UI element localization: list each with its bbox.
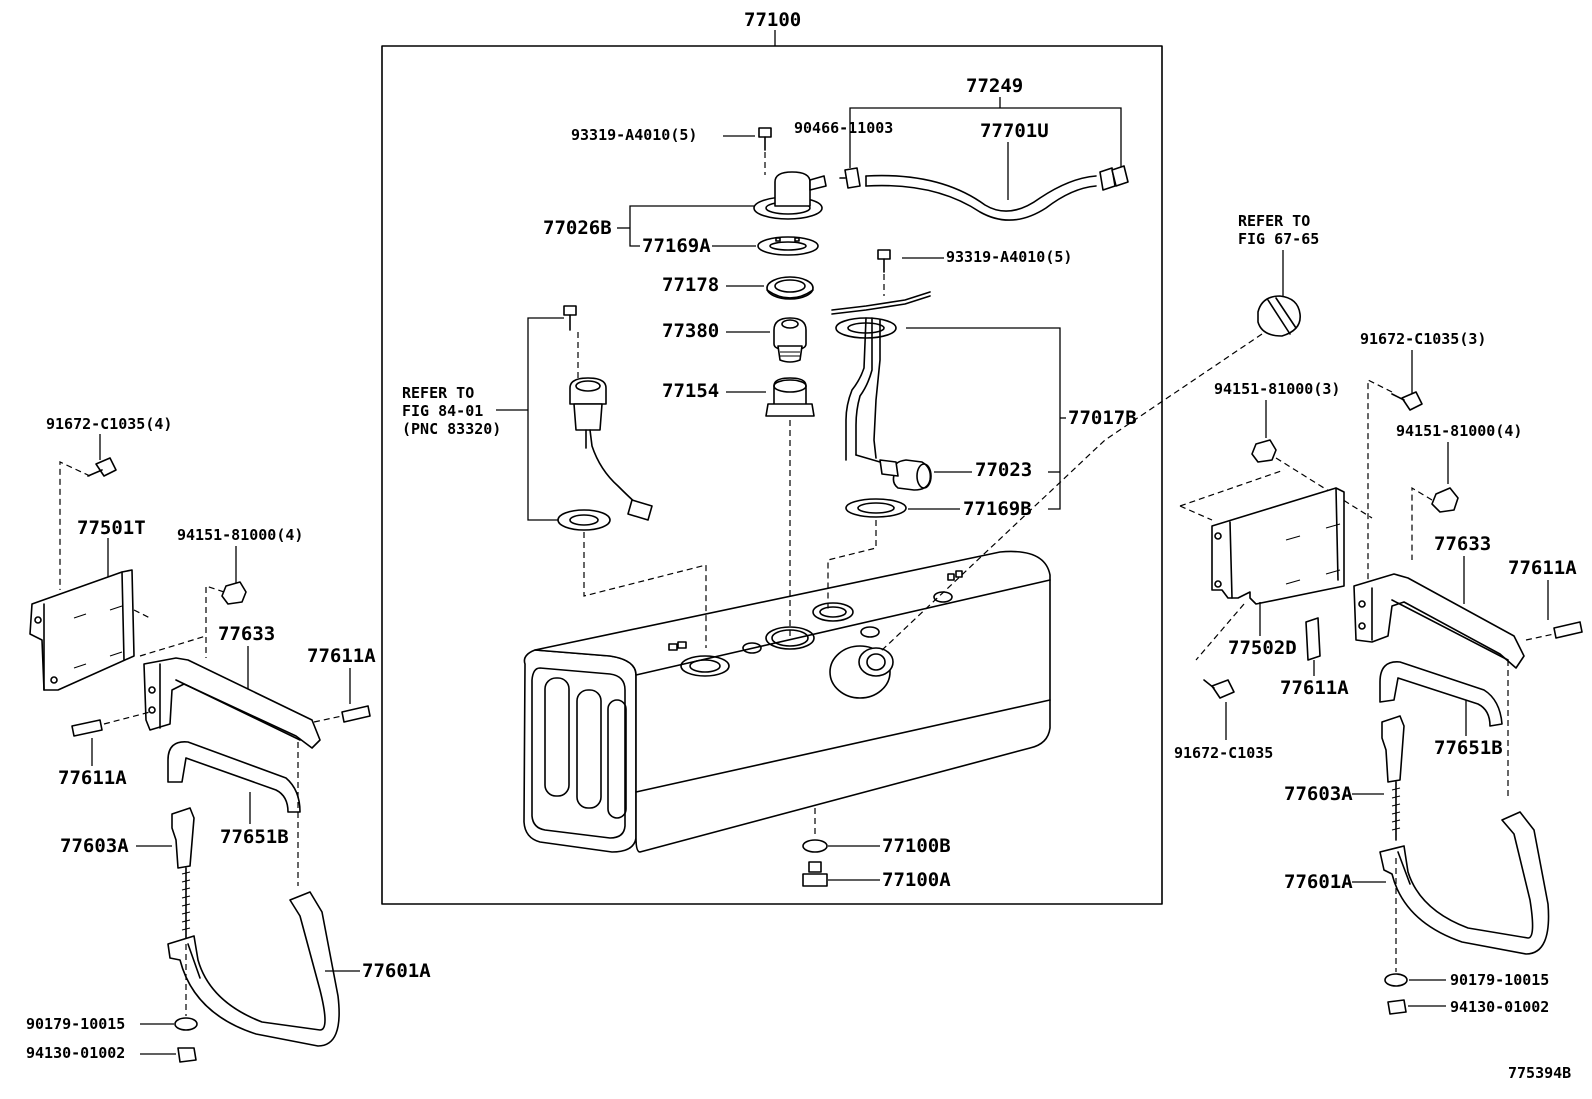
bolt-91672-right (1203, 679, 1235, 699)
label-R-91672: 91672-C1035 (1174, 744, 1273, 762)
label-R-94151-4: 94151-81000(4) (1396, 422, 1522, 440)
label-refer-right-1: REFER TO (1238, 212, 1310, 230)
stud-77611A-left-b (71, 719, 103, 737)
label-R-77601A: 77601A (1284, 871, 1353, 893)
hose-clamp-left (839, 167, 861, 189)
label-77023: 77023 (975, 459, 1032, 481)
label-L-77611A-b: 77611A (58, 767, 127, 789)
cushion-77651B-left (167, 741, 301, 813)
drain-gasket (802, 839, 828, 853)
label-77100A: 77100A (882, 869, 951, 891)
nut-94151-left (221, 581, 247, 605)
bolt-77603A-right (1381, 715, 1405, 841)
gasket-77169A (757, 236, 819, 256)
label-90466-11003: 90466-11003 (794, 119, 893, 137)
strap-77601A-right (1379, 811, 1550, 955)
vent-valve-77026B (753, 171, 827, 220)
stud-77611A-left-a (341, 705, 371, 723)
bracket-77633-left (143, 657, 321, 749)
label-refer-left-1: REFER TO (402, 384, 474, 402)
fuel-filler-cap (1257, 295, 1301, 337)
label-77017B: 77017B (1068, 407, 1137, 429)
label-L-77633: 77633 (218, 623, 275, 645)
label-R-77502D: 77502D (1228, 637, 1297, 659)
label-L-90179: 90179-10015 (26, 1015, 125, 1033)
label-R-77611A-b: 77611A (1280, 677, 1349, 699)
nut-94151-right-4 (1431, 487, 1459, 513)
screw-93319-top (758, 127, 772, 151)
label-77100B: 77100B (882, 835, 951, 857)
bracket-77502D (1211, 487, 1345, 605)
washer-90179-right (1384, 973, 1408, 987)
grommet-77178 (766, 276, 814, 300)
fuel-pump-77023 (879, 459, 932, 491)
label-R-94151-3: 94151-81000(3) (1214, 380, 1340, 398)
label-R-77611A-a: 77611A (1508, 557, 1577, 579)
label-L-77651B: 77651B (220, 826, 289, 848)
strap-77601A-left (167, 891, 340, 1047)
label-R-90179: 90179-10015 (1450, 971, 1549, 989)
nut-94130-right (1387, 999, 1407, 1015)
sender-gasket (557, 509, 611, 531)
label-77249: 77249 (966, 75, 1023, 97)
label-assembly-number: 77100 (744, 9, 801, 31)
label-R-94130: 94130-01002 (1450, 998, 1549, 1016)
figure-code: 775394B (1508, 1064, 1571, 1082)
label-L-94130: 94130-01002 (26, 1044, 125, 1062)
stud-77611A-right-a (1553, 621, 1583, 639)
bolt-77603A-left (171, 807, 195, 941)
label-77380: 77380 (662, 320, 719, 342)
label-L-91672: 91672-C1035(4) (46, 415, 172, 433)
label-93319-top: 93319-A4010(5) (571, 126, 697, 144)
label-R-91672-3: 91672-C1035(3) (1360, 330, 1486, 348)
nut-94151-right-3 (1251, 439, 1277, 463)
stud-77611A-right-b (1305, 617, 1321, 661)
cushion-77651B-right (1379, 661, 1503, 727)
fuel-sender-gauge (569, 377, 653, 521)
drain-plug (802, 861, 828, 887)
label-refer-left-2: FIG 84-01 (402, 402, 483, 420)
filler-ring-77154 (765, 377, 815, 417)
label-L-94151: 94151-81000(4) (177, 526, 303, 544)
fuel-pump-bracket (831, 291, 931, 463)
nut-94130-left (177, 1047, 197, 1063)
vent-hose (865, 174, 1097, 212)
screw-93319-right (877, 249, 891, 273)
label-77026B: 77026B (543, 217, 612, 239)
hose-clamp-right (1099, 165, 1129, 191)
label-93319-right: 93319-A4010(5) (946, 248, 1072, 266)
label-L-77611A-a: 77611A (307, 645, 376, 667)
cap-77380 (773, 317, 807, 363)
gasket-77169B (845, 498, 907, 518)
label-R-77651B: 77651B (1434, 737, 1503, 759)
bolt-91672-left (87, 457, 117, 477)
bolt-91672-right-3 (1391, 391, 1423, 411)
washer-90179-left (174, 1017, 198, 1031)
label-R-77603A: 77603A (1284, 783, 1353, 805)
label-77701U: 77701U (980, 120, 1049, 142)
bracket-77633-right (1353, 573, 1525, 669)
label-L-77501T: 77501T (77, 517, 146, 539)
label-refer-left-3: (PNC 83320) (402, 420, 501, 438)
label-R-77633: 77633 (1434, 533, 1491, 555)
sender-screw (563, 305, 577, 331)
label-77169B: 77169B (963, 498, 1032, 520)
label-77154: 77154 (662, 380, 719, 402)
label-L-77601A: 77601A (362, 960, 431, 982)
assembly-frame (381, 45, 1163, 905)
label-refer-right-2: FIG 67-65 (1238, 230, 1319, 248)
bracket-77501T (29, 569, 135, 691)
label-L-77603A: 77603A (60, 835, 129, 857)
label-77169A: 77169A (642, 235, 711, 257)
label-77178: 77178 (662, 274, 719, 296)
fuel-tank-body (523, 550, 1051, 853)
